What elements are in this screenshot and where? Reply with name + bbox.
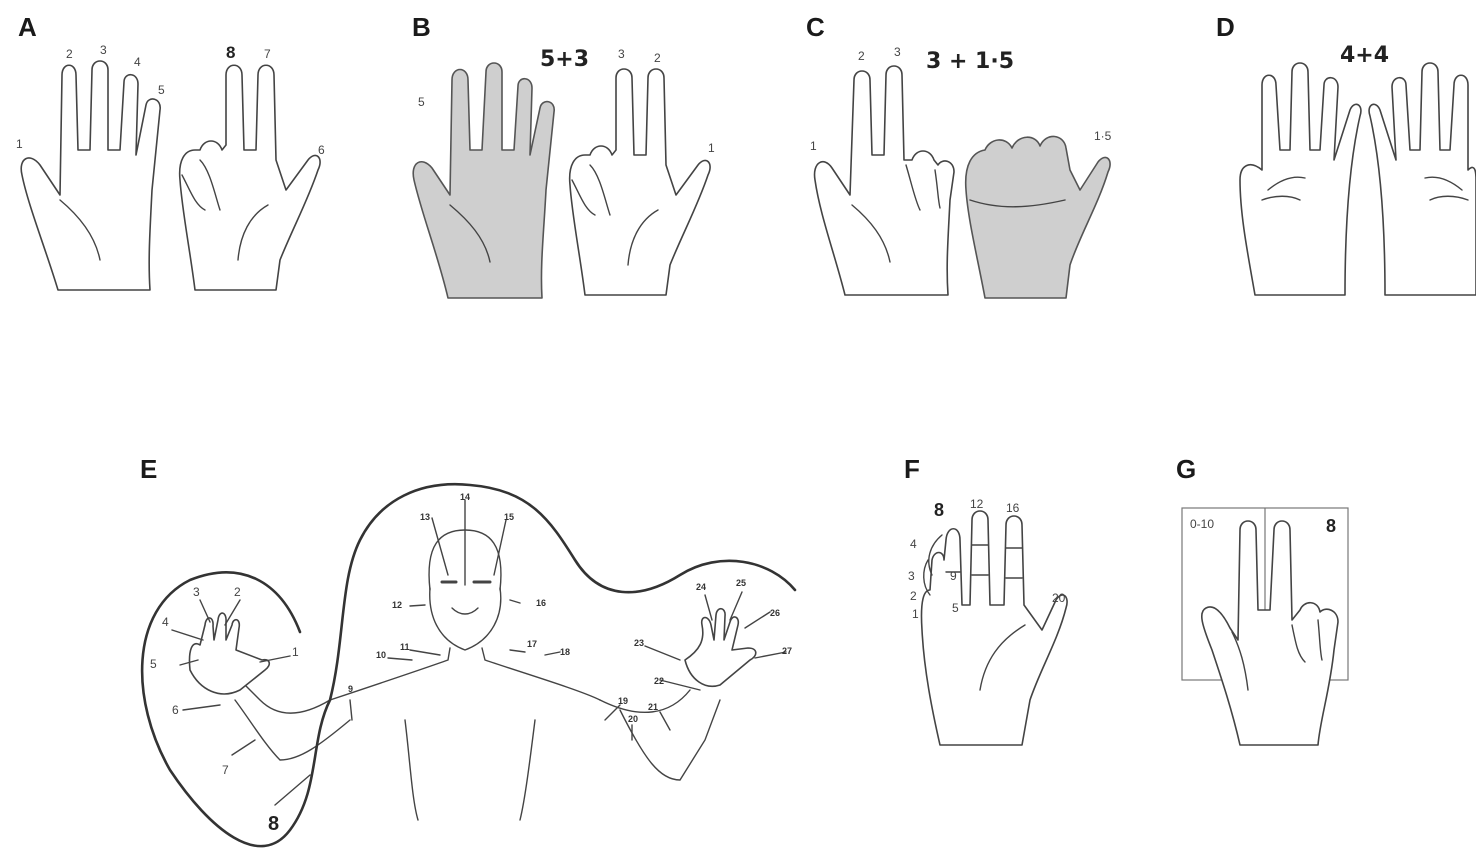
body-number: 9 <box>348 684 353 694</box>
hand-number: 3 <box>193 585 200 599</box>
body-number: 20 <box>628 714 638 724</box>
panel-f: F 8 12 16 20 4 3 2 1 5 9 <box>904 454 1067 745</box>
panel-c: C 3 + 1·5 1 2 3 1·5 <box>806 12 1112 298</box>
panel-g-hand <box>1202 521 1338 745</box>
finger-number: 5 <box>418 95 425 109</box>
body-number: 25 <box>736 578 746 588</box>
body-number: 13 <box>420 512 430 522</box>
range-label: 0-10 <box>1190 517 1214 531</box>
panel-c-formula: 3 + 1·5 <box>926 49 1014 74</box>
panel-e-label: E <box>140 454 157 484</box>
finger-number: 4 <box>910 537 917 551</box>
finger-number: 1 <box>912 607 919 621</box>
body-number: 14 <box>460 492 470 502</box>
panel-f-hand <box>921 511 1067 745</box>
hand-number: 2 <box>234 585 241 599</box>
panel-b-formula: 5+3 <box>540 47 589 72</box>
finger-number: 3 <box>894 45 901 59</box>
body-number: 21 <box>648 702 658 712</box>
panel-a-left-hand <box>21 61 160 290</box>
finger-number: 20 <box>1052 591 1066 605</box>
body-number: 18 <box>560 647 570 657</box>
panel-c-left-hand <box>815 66 954 295</box>
finger-number-highlight: 8 <box>226 43 235 62</box>
body-number: 23 <box>634 638 644 648</box>
body-number: 26 <box>770 608 780 618</box>
body-number: 12 <box>392 600 402 610</box>
panel-f-label: F <box>904 454 920 484</box>
torso <box>405 720 535 820</box>
finger-number: 1 <box>16 137 23 151</box>
body-number: 24 <box>696 582 706 592</box>
panel-d-right-hand <box>1369 63 1476 295</box>
finger-number-highlight: 8 <box>934 500 944 520</box>
mouth <box>452 608 478 614</box>
finger-number: 1 <box>810 139 817 153</box>
panel-d: D 4+4 <box>1216 12 1476 295</box>
panel-b: B 5+3 5 3 2 1 <box>412 12 715 298</box>
panel-g-label: G <box>1176 454 1196 484</box>
panel-e-right-hand <box>685 609 756 687</box>
finger-number: 6 <box>318 143 325 157</box>
hand-number: 4 <box>162 615 169 629</box>
panel-a-label: A <box>18 12 37 42</box>
hand-number-highlight: 8 <box>268 813 279 835</box>
finger-number: 7 <box>264 47 271 61</box>
count-value: 8 <box>1326 516 1336 536</box>
panel-e: E 14 13 15 12 16 11 17 10 18 9 19 20 21 … <box>140 454 795 846</box>
body-number: 10 <box>376 650 386 660</box>
finger-number: 2 <box>858 49 865 63</box>
finger-number: 5 <box>158 83 165 97</box>
finger-number: 2 <box>66 47 73 61</box>
body-outline <box>330 588 600 700</box>
finger-number: 1·5 <box>1094 129 1112 143</box>
body-number: 22 <box>654 676 664 686</box>
body-number: 17 <box>527 639 537 649</box>
body-number: 15 <box>504 512 514 522</box>
hand-number: 6 <box>172 703 179 717</box>
panel-c-label: C <box>806 12 825 42</box>
body-number: 11 <box>400 642 410 652</box>
finger-number: 2 <box>654 51 661 65</box>
panel-c-shaded-fist <box>966 136 1110 298</box>
panel-d-left-hand <box>1240 63 1361 295</box>
finger-number: 9 <box>950 569 957 583</box>
finger-number: 16 <box>1006 501 1020 515</box>
body-number: 19 <box>618 696 628 706</box>
finger-number: 1 <box>708 141 715 155</box>
panel-e-left-hand <box>189 613 269 694</box>
finger-number: 3 <box>618 47 625 61</box>
panel-b-right-hand <box>570 69 710 295</box>
panel-b-label: B <box>412 12 431 42</box>
hand-number: 1 <box>292 645 299 659</box>
panel-b-shaded-hand <box>413 63 554 298</box>
panel-d-formula: 4+4 <box>1340 43 1389 68</box>
body-number: 16 <box>536 598 546 608</box>
finger-number: 3 <box>100 43 107 57</box>
finger-number: 4 <box>134 55 141 69</box>
finger-number: 2 <box>910 589 917 603</box>
hand-number: 5 <box>150 657 157 671</box>
finger-number: 12 <box>970 497 984 511</box>
body-number: 27 <box>782 646 792 656</box>
finger-number: 3 <box>908 569 915 583</box>
panel-a: A 1 2 3 4 5 8 7 6 <box>16 12 325 290</box>
panel-g: G 0-10 8 <box>1176 454 1348 745</box>
hand-number: 7 <box>222 763 229 777</box>
finger-number: 5 <box>952 601 959 615</box>
panel-a-right-hand <box>180 65 320 290</box>
panel-d-label: D <box>1216 12 1235 42</box>
